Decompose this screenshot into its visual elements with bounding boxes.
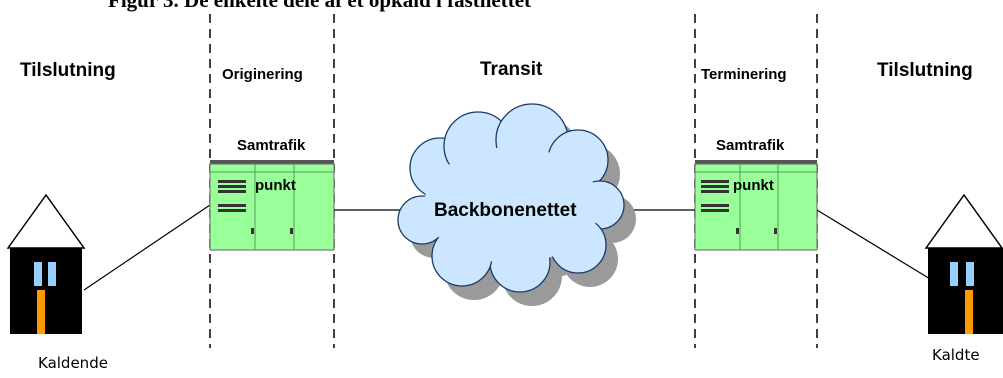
section-header-right-access: Tilslutning — [877, 60, 973, 81]
caller-house-icon — [6, 193, 86, 334]
interconnect-equipment-left-icon — [209, 160, 335, 251]
backbone-label: Backbonenettet — [434, 200, 577, 221]
section-header-origination: Originering — [222, 66, 303, 83]
interconnect-label-left-line1: Samtrafik — [237, 137, 306, 154]
backbone-cloud-icon — [397, 103, 636, 306]
interconnect-label-right-line1: Samtrafik — [716, 137, 785, 154]
interconnect-equipment-right-icon — [694, 160, 818, 251]
section-header-termination: Terminering — [701, 66, 787, 83]
interconnect-label-right-line2: punkt — [733, 177, 774, 194]
link-interconnect-to-callee — [816, 209, 941, 286]
callee-label: Kaldte — [932, 346, 980, 364]
section-header-transit: Transit — [480, 59, 543, 80]
section-header-left-access: Tilslutning — [20, 60, 116, 81]
interconnect-label-left-line2: punkt — [255, 177, 296, 194]
link-caller-to-interconnect — [83, 204, 211, 291]
caller-label: Kaldende — [38, 354, 108, 372]
figure-caption: Figur 3. De enkelte dele af et opkald i … — [108, 0, 532, 12]
callee-house-icon — [924, 193, 1003, 334]
